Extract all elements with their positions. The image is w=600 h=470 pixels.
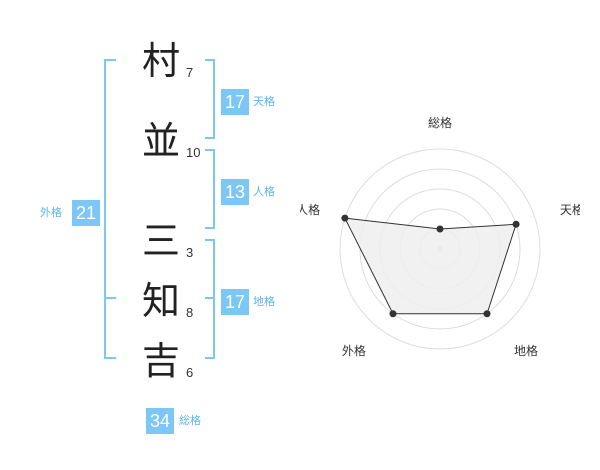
stroke-count-3: 3 (186, 245, 194, 260)
radar-point-1 (436, 225, 444, 233)
radar-score-area (344, 217, 517, 315)
name-char-5: 吉 (141, 339, 180, 383)
jinkaku-value: 13 (221, 179, 249, 205)
jinkaku-label: 人格 (253, 185, 275, 198)
radar-axis-label-3: 地格 (514, 343, 538, 358)
radar-ring (339, 148, 541, 350)
radar-axis-label-2: 天格 (560, 202, 580, 217)
name-char-1: 村 (141, 39, 180, 83)
name-char-3: 三 (141, 219, 180, 263)
soukaku-label: 総格 (179, 414, 201, 427)
tenkaku-value: 17 (221, 89, 249, 115)
radar-axis-label-5: 人格 (300, 202, 320, 217)
radar-axis-label-1: 総格 (428, 115, 452, 130)
tenkaku-label: 天格 (253, 95, 275, 108)
tenkaku-bracket (205, 59, 215, 139)
radar-point-2 (512, 220, 520, 228)
soukaku-value: 34 (146, 408, 174, 434)
chikaku-value: 17 (221, 289, 249, 315)
stroke-count-5: 6 (186, 365, 194, 380)
radar-point-4 (389, 310, 397, 318)
jinkaku-bracket (205, 149, 215, 229)
chikaku-label: 地格 (253, 295, 275, 308)
gaikaku-value: 21 (72, 200, 100, 226)
stroke-count-1: 7 (186, 65, 194, 80)
name-char-4: 知 (141, 279, 180, 323)
radar-axis-label-4: 外格 (342, 343, 366, 358)
name-char-2: 並 (141, 119, 180, 163)
gaikaku-label: 外格 (40, 206, 62, 219)
radar-point-3 (483, 310, 491, 318)
gaikaku-bracket (104, 59, 116, 359)
stroke-count-4: 8 (186, 305, 194, 320)
stroke-count-2: 10 (186, 145, 201, 160)
radar-points (341, 214, 520, 318)
radar-point-5 (341, 214, 349, 222)
